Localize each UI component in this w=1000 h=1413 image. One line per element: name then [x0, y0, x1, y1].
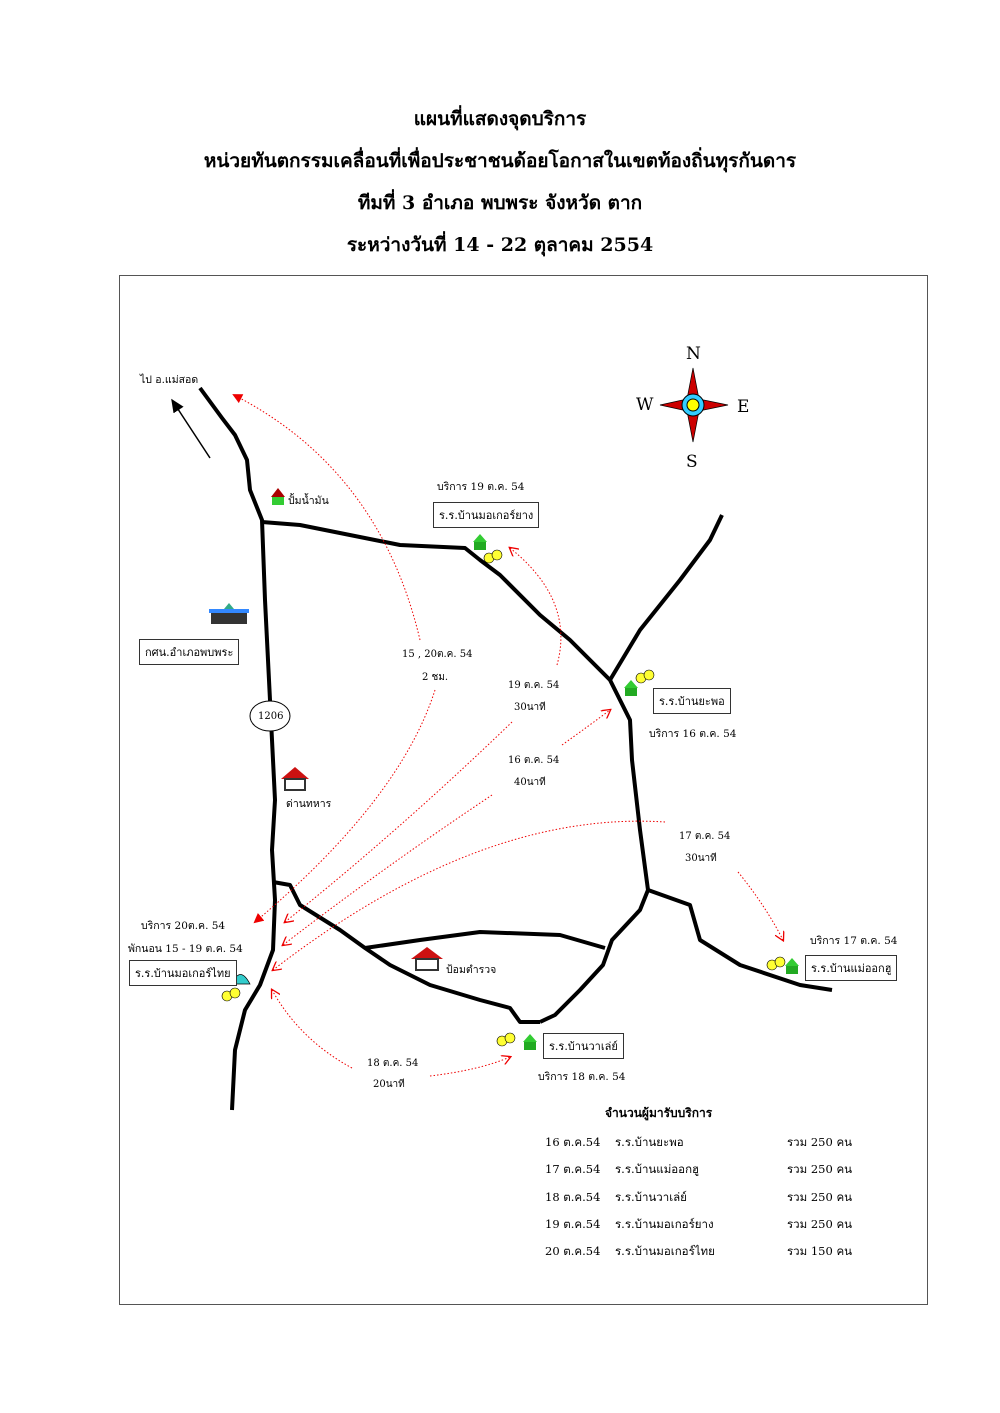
- row-total: รวม 250 คน: [787, 1217, 853, 1231]
- trip-arrow-moerthai-2: [283, 794, 493, 945]
- gas-station-label: ปั้มน้ำมัน: [288, 495, 329, 507]
- row-date: 19 ต.ค.54: [545, 1217, 601, 1231]
- trip-date: 17 ต.ค. 54: [679, 831, 731, 842]
- route-marker: [249, 700, 291, 732]
- service-moeryang: บริการ 19 ต.ค. 54: [437, 481, 525, 493]
- compass-east: E: [737, 397, 750, 417]
- row-school: ร.ร.บ้านวาเล่ย์: [615, 1190, 687, 1204]
- service-yapo: บริการ 16 ต.ค. 54: [649, 728, 737, 740]
- office-label: กศน.อำเภอพบพระ: [139, 639, 240, 665]
- stay-moerthai: พักนอน 15 - 19 ต.ค. 54: [128, 943, 243, 955]
- trip-time: 30นาที: [514, 702, 546, 713]
- police-box-icon: [411, 947, 443, 971]
- house-icons: [209, 488, 799, 1050]
- title-line-2: หน่วยทันตกรรมเคลื่อนที่เพื่อประชาชนด้อยโ…: [203, 150, 797, 172]
- school-icon-maeoksu: [785, 958, 799, 974]
- row-school: ร.ร.บ้านมอเกอร์ยาง: [615, 1217, 714, 1231]
- row-date: 18 ต.ค.54: [545, 1190, 601, 1204]
- people-icon: [483, 549, 503, 564]
- people-icons: [221, 549, 786, 1047]
- compass-north: N: [686, 344, 701, 364]
- trip-arrows: [232, 394, 783, 1077]
- trip-time: 40นาที: [514, 777, 546, 788]
- title-line-3: ทีมที่ 3 อำเภอ พบพระ จังหวัด ตาก: [357, 192, 643, 214]
- trip-date: 15 , 20ต.ค. 54: [402, 649, 473, 660]
- summary-heading: จำนวนผู้มารับบริการ: [605, 1106, 713, 1120]
- school-icon-moeryang: [473, 534, 487, 550]
- row-school: ร.ร.บ้านยะพอ: [615, 1135, 684, 1149]
- trip-time: 30นาที: [685, 853, 717, 864]
- trip-arrow-up: [232, 394, 421, 641]
- school-maeoksu: ร.ร.บ้านแม่ออกฮู: [805, 955, 898, 981]
- arrow-to-maesot: [171, 398, 211, 459]
- trip-arrow-down: [253, 689, 436, 924]
- school-icon-walae: [523, 1034, 537, 1050]
- roads: [198, 386, 833, 1111]
- row-date: 20 ต.ค.54: [545, 1244, 601, 1258]
- road-northeast: [608, 514, 724, 682]
- row-total: รวม 250 คน: [787, 1162, 853, 1176]
- school-walae: ร.ร.บ้านวาเล่ย์: [543, 1033, 624, 1059]
- road-cross: [364, 930, 606, 950]
- road-loop: [272, 880, 540, 1024]
- map-frame: [119, 275, 928, 1305]
- row-school: ร.ร.บ้านแม่ออกฮู: [615, 1162, 700, 1176]
- service-moerthai: บริการ 20ต.ค. 54: [141, 920, 226, 932]
- service-walae: บริการ 18 ต.ค. 54: [538, 1071, 626, 1083]
- trip-arrow-18b: [429, 1057, 510, 1077]
- trip-arrow-moerthai-1: [285, 721, 513, 922]
- trip-arrow-16: [561, 710, 610, 746]
- school-moerthai: ร.ร.บ้านมอเกอร์ไทย: [129, 960, 237, 986]
- road-main: [198, 386, 277, 1111]
- trip-date: 16 ต.ค. 54: [508, 755, 560, 766]
- compass-icon: [659, 367, 729, 443]
- people-icon: [766, 956, 786, 971]
- summary-table: จำนวนผู้มารับบริการ 16 ต.ค.54 ร.ร.บ้านยะ…: [545, 1104, 875, 1264]
- office-building-icon: [209, 603, 249, 624]
- trip-arrow-17a: [273, 820, 666, 970]
- row-total: รวม 250 คน: [787, 1190, 853, 1204]
- people-icon: [221, 987, 241, 1002]
- trip-time: 2 ชม.: [422, 672, 449, 683]
- road-walae: [539, 889, 650, 1024]
- route-label: 1206: [258, 711, 284, 722]
- title-line-1: แผนที่แสดงจุดบริการ: [413, 108, 587, 130]
- compass-west: W: [636, 395, 654, 415]
- trip-date: 18 ต.ค. 54: [367, 1058, 419, 1069]
- service-maeoksu: บริการ 17 ต.ค. 54: [810, 935, 898, 947]
- trip-date: 19 ต.ค. 54: [508, 680, 560, 691]
- row-total: รวม 250 คน: [787, 1135, 853, 1149]
- road-east: [261, 520, 650, 891]
- trip-time: 20นาที: [373, 1079, 405, 1090]
- trip-arrow-18a: [272, 990, 353, 1069]
- row-date: 17 ต.ค.54: [545, 1162, 601, 1176]
- to-maesot-label: ไป อ.แม่สอด: [140, 374, 199, 386]
- row-school: ร.ร.บ้านมอเกอร์ไทย: [615, 1244, 715, 1258]
- people-icon: [635, 669, 655, 684]
- police-box-label: ป้อมตำรวจ: [446, 964, 497, 976]
- title-line-4: ระหว่างวันที่ 14 - 22 ตุลาคม 2554: [346, 234, 654, 256]
- school-moeryang: ร.ร.บ้านมอเกอร์ยาง: [433, 502, 540, 528]
- row-total: รวม 150 คน: [787, 1244, 853, 1258]
- army-post-label: ด่านทหาร: [286, 798, 332, 810]
- compass-south: S: [686, 452, 698, 472]
- army-post-icon: [281, 767, 309, 791]
- trip-arrow-19: [510, 548, 562, 666]
- gas-station-icon: [271, 488, 285, 505]
- school-icon-yapo: [624, 680, 638, 696]
- row-date: 16 ต.ค.54: [545, 1135, 601, 1149]
- people-icon: [496, 1032, 516, 1047]
- road-maeoksu: [647, 888, 833, 992]
- trip-arrow-17b: [737, 871, 783, 940]
- school-yapo: ร.ร.บ้านยะพอ: [653, 688, 731, 714]
